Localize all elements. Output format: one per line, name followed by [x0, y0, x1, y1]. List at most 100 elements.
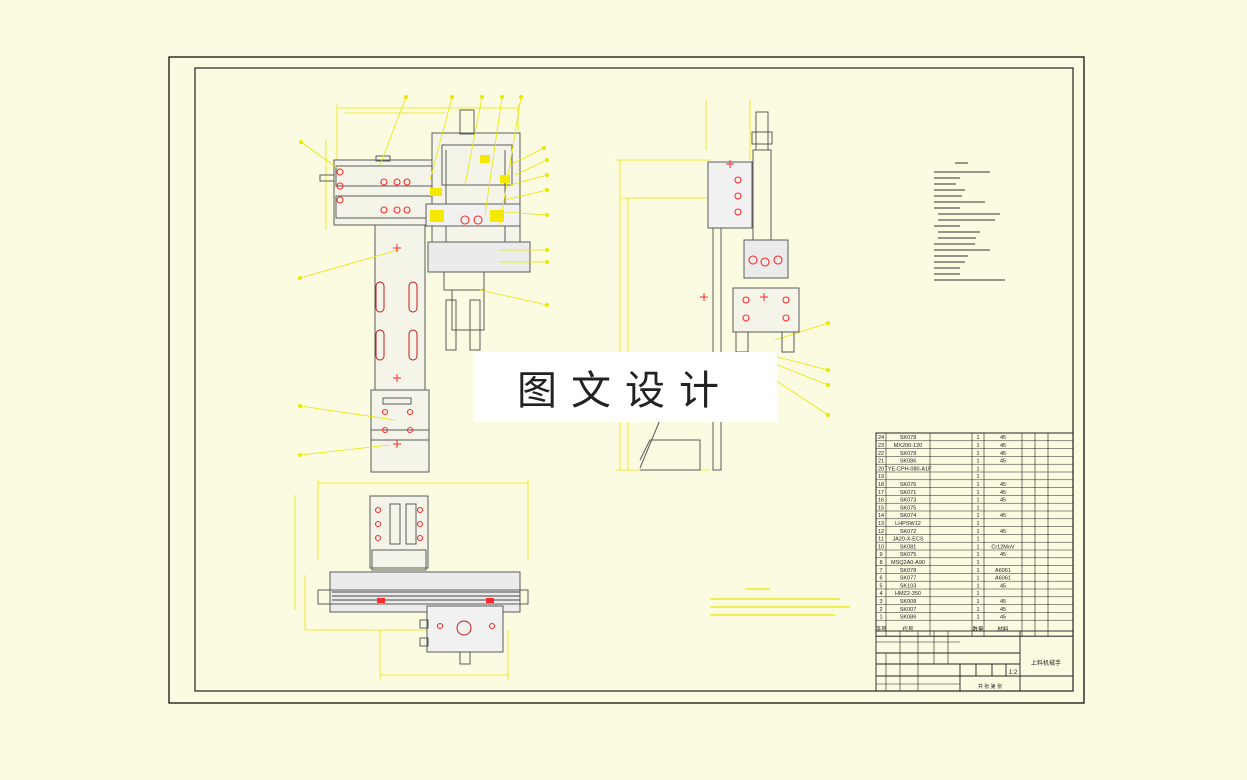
bom-cell-code: LHPSW12 [895, 521, 921, 527]
sheet-count: 共 张 第 张 [978, 683, 1002, 690]
bom-cell-mat: 45 [1000, 498, 1006, 504]
bom-cell-qty: 1 [976, 544, 979, 550]
bom-cell-code: SK078 [900, 568, 917, 574]
bom-cell-mat: A6061 [995, 568, 1011, 574]
bom-cell-no: 19 [878, 474, 884, 480]
bom-cell-no: 3 [879, 599, 882, 605]
bom-cell-no: 23 [878, 443, 884, 449]
bom-cell-no: 14 [878, 513, 884, 519]
bom-cell-code: SK086 [900, 459, 917, 465]
bom-cell-qty: 1 [976, 607, 979, 613]
bom-cell-mat: 45 [1000, 459, 1006, 465]
bom-cell-qty: 1 [976, 459, 979, 465]
bom-cell-qty: 1 [976, 505, 979, 511]
bom-cell-qty: 1 [976, 490, 979, 496]
bom-cell-mat: 45 [1000, 451, 1006, 457]
bom-cell-mat: 45 [1000, 552, 1006, 558]
bom-cell-qty: 1 [976, 560, 979, 566]
bom-cell-qty: 1 [976, 591, 979, 597]
bom-cell-no: 9 [879, 552, 882, 558]
bom-header-code: 代号 [902, 625, 914, 633]
bom-cell-qty: 1 [976, 576, 979, 582]
bom-cell-mat: 45 [1000, 443, 1006, 449]
bom-cell-no: 17 [878, 490, 884, 496]
bom-cell-code: SK007 [900, 607, 917, 613]
bom-cell-mat: 45 [1000, 583, 1006, 589]
bom-cell-code: HMZ2-350 [895, 591, 921, 597]
inner-frame [194, 67, 1074, 692]
bom-cell-code: SK078 [900, 451, 917, 457]
watermark-banner: 图文设计 [473, 352, 777, 422]
side-view [615, 100, 830, 471]
bom-cell-mat: 45 [1000, 482, 1006, 488]
bom-cell-code: SK072 [900, 529, 917, 535]
bom-cell-code: SK086 [900, 615, 917, 621]
bom-cell-mat: 45 [1000, 490, 1006, 496]
bom-cell-no: 20 [878, 466, 884, 472]
bom-cell-qty: 1 [976, 568, 979, 574]
bom-cell-no: 7 [879, 568, 882, 574]
bom-cell-no: 13 [878, 521, 884, 527]
bom-cell-qty: 1 [976, 615, 979, 621]
watermark-text: 图文设计 [517, 368, 733, 414]
bom-cell-no: 18 [878, 482, 884, 488]
bom-cell-no: 22 [878, 451, 884, 457]
bom-cell-code: TYE-CPH-080-A1F [884, 466, 932, 472]
bom-cell-qty: 1 [976, 599, 979, 605]
bom-cell-qty: 1 [976, 521, 979, 527]
bom-header-mat: 材料 [997, 625, 1009, 633]
bom-header-no: 序号 [875, 625, 887, 633]
bom-cell-qty: 1 [976, 451, 979, 457]
bom-cell-code: SK081 [900, 544, 917, 550]
bom-cell-mat: 45 [1000, 529, 1006, 535]
bom-cell-qty: 1 [976, 513, 979, 519]
bom-cell-code: SK071 [900, 490, 917, 496]
bom-cell-no: 10 [878, 544, 884, 550]
scale-value: 1:2 [1009, 670, 1018, 676]
bom-cell-qty: 1 [976, 474, 979, 480]
bom-cell-code: SK076 [900, 482, 917, 488]
bom-cell-mat: 45 [1000, 513, 1006, 519]
title-block: 上料机械手 1:2 共 张 第 张 [875, 630, 1074, 692]
front-view [298, 95, 549, 473]
bom-cell-qty: 1 [976, 537, 979, 543]
bom-cell-code: SK073 [900, 498, 917, 504]
bom-cell-mat: A6061 [995, 576, 1011, 582]
bom-cell-code: SK008 [900, 599, 917, 605]
bom-cell-qty: 1 [976, 466, 979, 472]
bom-cell-code: SK078 [900, 435, 917, 441]
bom-cell-no: 8 [879, 560, 882, 566]
bom-cell-code: SK075 [900, 552, 917, 558]
bom-cell-no: 12 [878, 529, 884, 535]
bom-cell-mat: Cr12MoV [991, 544, 1015, 550]
bom-cell-code: JA20-X-ECS [892, 537, 924, 543]
drawing-name: 上料机械手 [1031, 659, 1061, 667]
bom-cell-no: 4 [879, 591, 882, 597]
bom-header-qty: 数量 [972, 625, 984, 633]
bom-cell-code: SK103 [900, 583, 917, 589]
bom-cell-qty: 1 [976, 482, 979, 488]
bom-cell-no: 1 [879, 615, 882, 621]
bom-cell-qty: 1 [976, 583, 979, 589]
bom-cell-code: SK077 [900, 576, 917, 582]
bom-cell-no: 16 [878, 498, 884, 504]
bom-cell-qty: 1 [976, 529, 979, 535]
bom-cell-no: 2 [879, 607, 882, 613]
bom-cell-qty: 1 [976, 498, 979, 504]
bom-cell-code: MX200-120 [894, 443, 922, 449]
bom-cell-mat: 45 [1000, 435, 1006, 441]
bom-cell-code: SK074 [900, 513, 917, 519]
bom-cell-mat: 45 [1000, 615, 1006, 621]
bom-cell-qty: 1 [976, 552, 979, 558]
bom-cell-mat: 45 [1000, 607, 1006, 613]
top-view [294, 480, 529, 680]
bom-cell-no: 6 [879, 576, 882, 582]
bom-cell-no: 5 [879, 583, 882, 589]
bom-cell-no: 11 [878, 537, 884, 543]
bom-cell-no: 15 [878, 505, 884, 511]
bom-cell-qty: 1 [976, 443, 979, 449]
bom-cell-code: MSQ2A0-A90 [891, 560, 925, 566]
